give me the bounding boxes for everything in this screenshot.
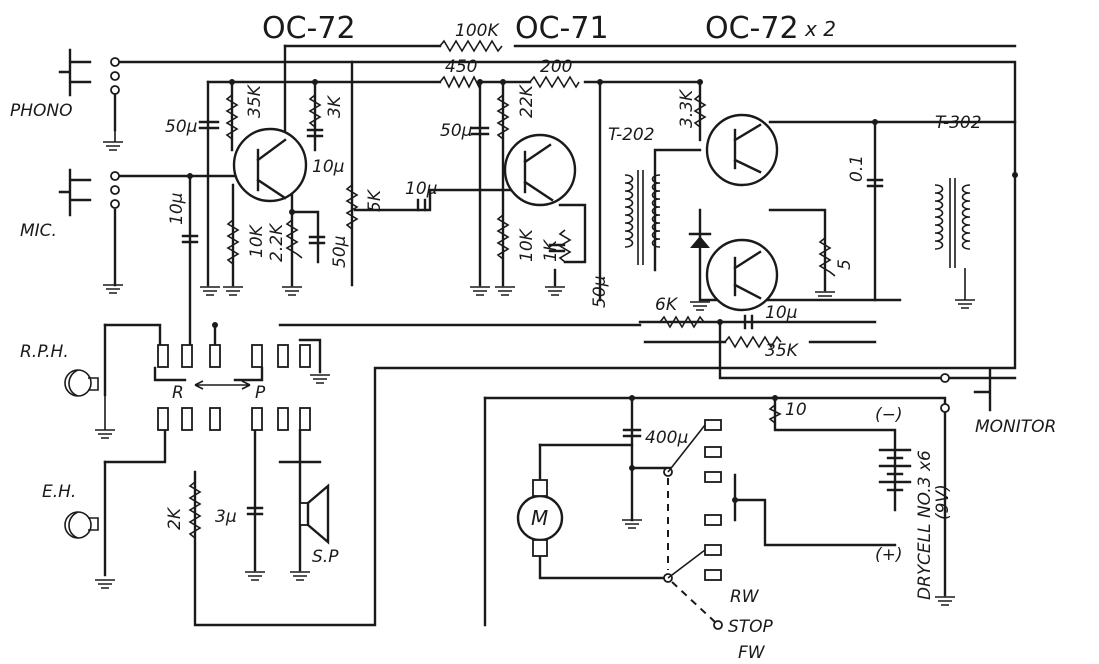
r-33k-label: 3.3K (677, 88, 697, 128)
r-22k-b-label: 22K (517, 83, 537, 118)
c-50u-d-label: 50μ (590, 275, 610, 308)
r-1k-label: 1K (541, 238, 561, 262)
motor-icon (516, 479, 564, 557)
c-01-label: 0.1 (847, 155, 867, 182)
q2-type-label: OC-71 (515, 11, 609, 46)
r-2k-label: 2K (165, 506, 185, 530)
monitor-jack[interactable] (940, 368, 992, 413)
r-200-label: 200 (540, 57, 572, 77)
r-100k-label: 100K (455, 21, 500, 41)
switch-rw-label: RW (730, 587, 760, 607)
battery-type-label: DRYCELL NO.3 x6 (915, 450, 935, 600)
resistors (188, 39, 836, 539)
rph-label: R.P.H. (20, 342, 69, 362)
capacitors (181, 120, 884, 516)
monitor-label: MONITOR (975, 417, 1056, 437)
transformer-t302 (934, 178, 971, 268)
t202-label: T-202 (608, 125, 655, 145)
c-50u-b-label: 50μ (330, 235, 350, 268)
switch-linkage (667, 478, 716, 623)
battery-plus-label: (+) (875, 545, 903, 565)
transistor-q4 (705, 238, 779, 312)
battery-icon (878, 448, 912, 492)
switch-rec-label: R (172, 383, 184, 403)
r-3k-label: 3K (325, 94, 345, 118)
junctions (187, 79, 1018, 503)
r-35k-fb-label: 35K (765, 341, 800, 361)
transistor-q1 (232, 127, 308, 203)
r-450-label: 450 (445, 57, 477, 77)
ground-symbols (95, 130, 975, 606)
motor-label: M (531, 506, 548, 530)
r-10-label: 10 (785, 400, 807, 420)
q34-type-label: OC-72 (705, 11, 799, 46)
c-50u-a-label: 50μ (165, 117, 198, 137)
r-6k-label: 6K (655, 295, 679, 315)
battery-voltage-label: (9V) (933, 484, 953, 520)
switch-stop-label: STOP (728, 617, 774, 637)
phono-jack[interactable] (58, 48, 120, 97)
c-400u-label: 400μ (645, 428, 688, 448)
q1-type-label: OC-72 (262, 11, 356, 46)
mic-jack[interactable] (58, 168, 120, 217)
speaker-label: S.P (312, 547, 339, 567)
wiring (103, 44, 1017, 627)
switch-fw-label: FW (738, 643, 766, 663)
r-5-label: 5 (835, 259, 855, 270)
c-10u-b-label: 10μ (405, 179, 438, 199)
battery-minus-label: (−) (875, 405, 903, 425)
mode-switch[interactable] (663, 419, 723, 630)
phono-label: PHONO (10, 101, 73, 121)
diode (688, 232, 712, 248)
c-3u-label: 3μ (215, 507, 237, 527)
rph-head-icon (64, 369, 99, 397)
r-10k-b-label: 10K (517, 227, 537, 262)
transformer-t202 (624, 170, 661, 265)
rec-play-switch[interactable] (157, 344, 311, 431)
eh-head-icon (64, 511, 99, 539)
transistor-q2 (503, 133, 577, 207)
q34-multiplier-label: x 2 (804, 17, 836, 41)
c-10u-a-label: 10μ (312, 157, 345, 177)
speaker-icon (299, 483, 330, 545)
r-22k-a-label: 2.2K (267, 222, 287, 262)
c-10u-fb-label: 10μ (765, 303, 798, 323)
t302-label: T-302 (935, 113, 982, 133)
r-10k-a-label: 10K (247, 223, 267, 258)
transistor-q3 (705, 113, 779, 187)
switch-play-label: P (255, 383, 266, 403)
c-10u-in-label: 10μ (167, 192, 187, 225)
c-50u-c-label: 50μ (440, 121, 473, 141)
eh-label: E.H. (42, 482, 76, 502)
mic-label: MIC. (20, 221, 57, 241)
vr-5k-label: 5K (365, 188, 385, 212)
r-35k-a-label: 35K (245, 83, 265, 118)
